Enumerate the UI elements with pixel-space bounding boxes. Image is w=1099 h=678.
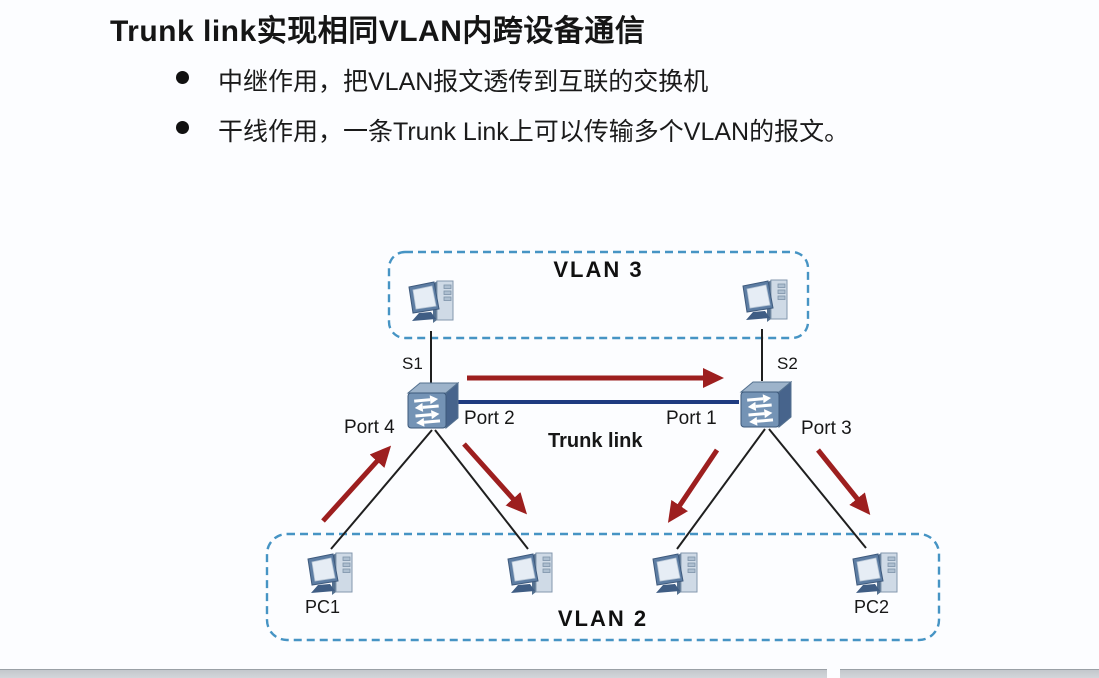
- port1-label: Port 1: [666, 408, 717, 429]
- link-s1-pcb: [434, 429, 529, 550]
- vlan2-zone-box: [265, 532, 941, 642]
- bullet-item: 干线作用，一条Trunk Link上可以传输多个VLAN的报文。: [176, 112, 849, 148]
- vlan2-label: VLAN 2: [557, 606, 649, 631]
- link-s2-pcc: [676, 428, 766, 550]
- port2-label: Port 2: [464, 408, 515, 429]
- vlan3-label: VLAN 3: [553, 257, 644, 282]
- scrollbar-notch: [827, 669, 840, 678]
- bullet-icon: [176, 71, 189, 84]
- switch-icon: [739, 380, 792, 429]
- pc-icon: [507, 552, 553, 596]
- bullet-item: 中继作用，把VLAN报文透传到互联的交换机: [176, 62, 708, 98]
- horizontal-scrollbar[interactable]: [0, 669, 1099, 678]
- link-s1-pc1: [330, 429, 433, 550]
- pc-icon: [307, 552, 353, 596]
- arrow-s1-to-pcb: [462, 442, 528, 515]
- bullet-text: 干线作用，一条Trunk Link上可以传输多个VLAN的报文。: [218, 118, 850, 146]
- bullet-icon: [176, 121, 189, 134]
- slide-title: Trunk link实现相同VLAN内跨设备通信: [110, 15, 646, 48]
- pc1-label: PC1: [305, 597, 341, 617]
- trunk-link-label: Trunk link: [548, 430, 643, 452]
- arrow-pc1-to-s1: [321, 445, 392, 523]
- vlan3-zone-box: [387, 250, 810, 340]
- arrow-s2-to-pc2: [816, 448, 871, 516]
- port3-label: Port 3: [801, 418, 852, 439]
- pc-icon: [652, 552, 698, 596]
- switch-icon: [406, 381, 459, 430]
- link-s2-pc2: [768, 428, 867, 549]
- arrow-s2-to-pcc: [667, 448, 720, 523]
- switch1-label: S1: [402, 354, 423, 373]
- pc-icon: [852, 552, 898, 596]
- port4-label: Port 4: [344, 417, 395, 438]
- switch2-label: S2: [777, 354, 798, 373]
- bullet-text: 中继作用，把VLAN报文透传到互联的交换机: [218, 68, 709, 96]
- pc2-label: PC2: [854, 597, 890, 617]
